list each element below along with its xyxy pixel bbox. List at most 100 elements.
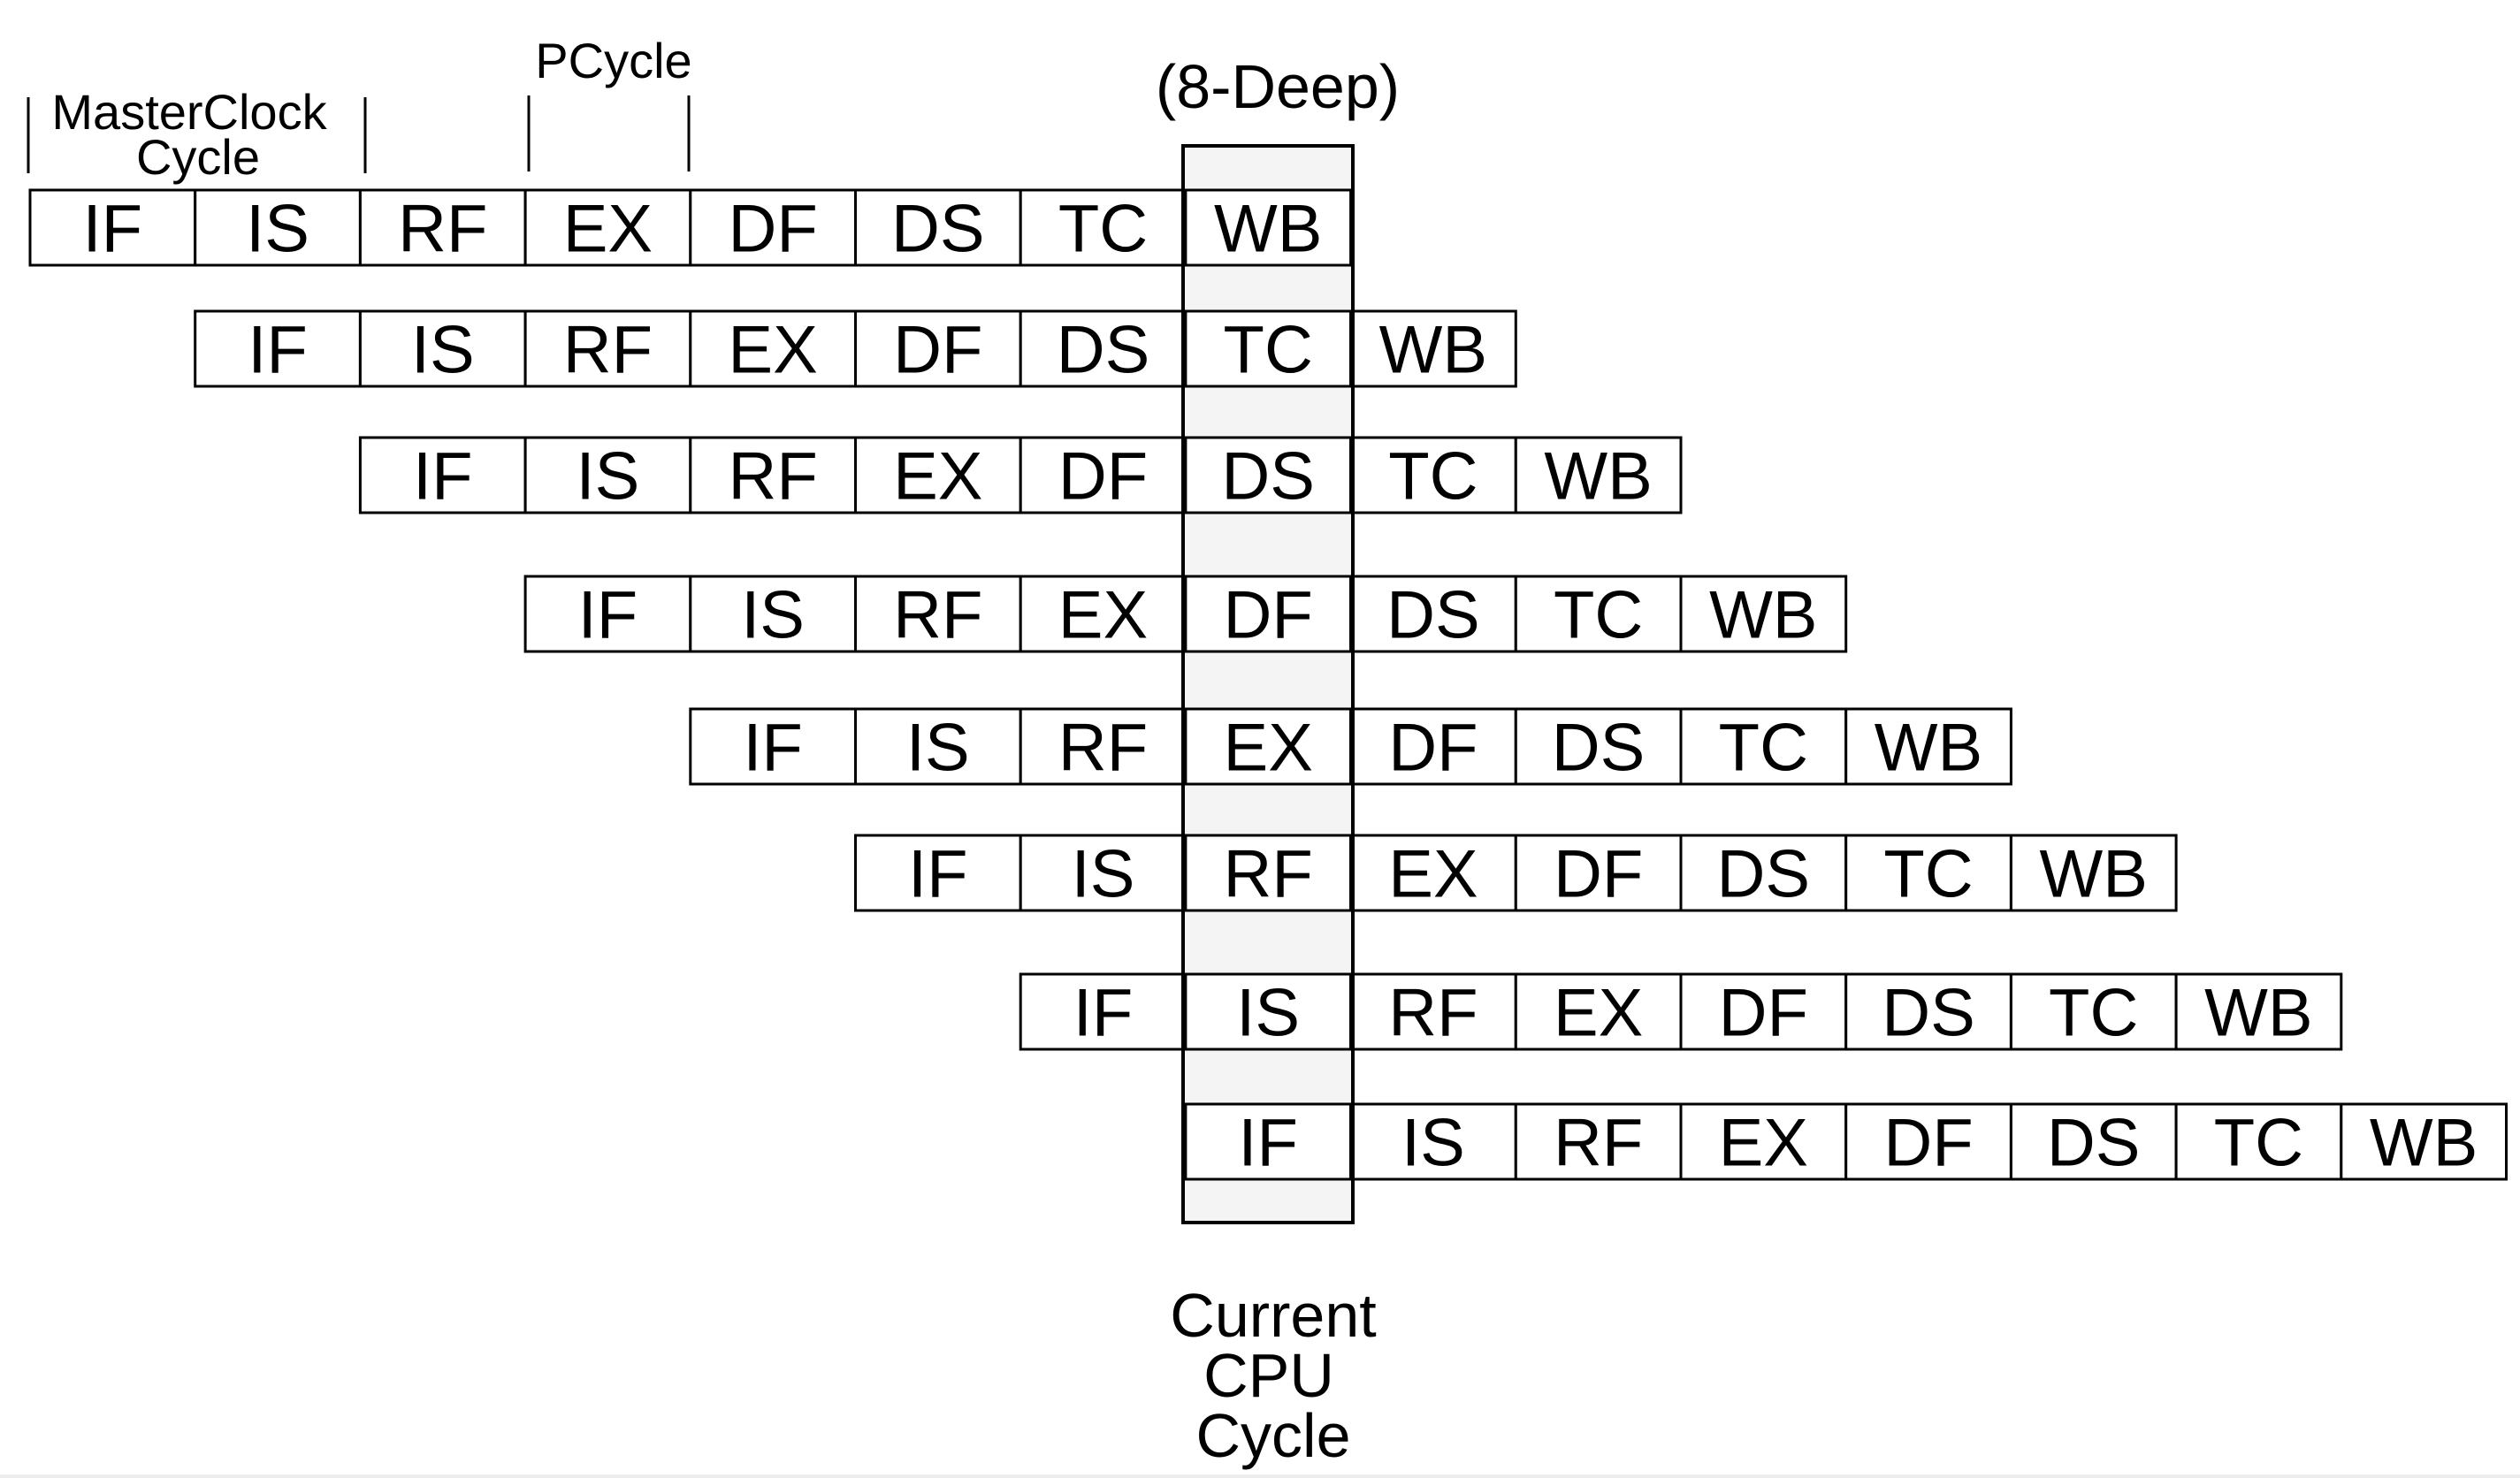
stage-cell-rf xyxy=(1514,1102,1683,1181)
stage-cell-is xyxy=(1184,972,1353,1051)
stage-label-is: IS xyxy=(906,711,970,786)
stage-cell-tc xyxy=(1514,575,1683,653)
stage-cell-df xyxy=(854,309,1022,388)
stage-cell-rf xyxy=(1349,972,1517,1051)
stage-label-tc: TC xyxy=(1224,313,1313,388)
stage-label-tc: TC xyxy=(1388,439,1478,514)
stage-label-ex: EX xyxy=(1554,976,1643,1051)
stage-label-is: IS xyxy=(1401,1106,1465,1181)
stage-label-if: IF xyxy=(413,439,473,514)
stage-cell-if xyxy=(689,707,857,786)
stage-cell-tc xyxy=(1019,188,1187,267)
stage-label-wb: WB xyxy=(1214,192,1322,267)
stage-cell-wb xyxy=(2340,1102,2509,1181)
stage-label-tc: TC xyxy=(2214,1106,2303,1181)
stage-cell-ex xyxy=(1349,834,1517,912)
stage-cell-if xyxy=(1184,1102,1353,1181)
stage-label-ex: EX xyxy=(1224,711,1313,786)
stage-cell-ds xyxy=(854,188,1022,267)
stage-label-df: DF xyxy=(728,192,817,267)
pcycle-label: PCycle xyxy=(535,33,691,88)
stage-label-wb: WB xyxy=(2370,1106,2478,1181)
stage-cell-df xyxy=(1514,834,1683,912)
stage-label-is: IS xyxy=(1072,837,1135,912)
stage-label-ds: DS xyxy=(1221,439,1315,514)
stage-cell-tc xyxy=(1844,834,2012,912)
stage-cell-wb xyxy=(2174,972,2343,1051)
stage-cell-df xyxy=(1184,575,1353,653)
stage-label-ds: DS xyxy=(1717,837,1811,912)
stage-label-tc: TC xyxy=(1554,578,1643,653)
stage-label-rf: RF xyxy=(1554,1106,1643,1181)
stage-cell-if xyxy=(854,834,1022,912)
stage-cell-rf xyxy=(1184,834,1353,912)
current-cpu-cycle-label-line2: CPU xyxy=(1203,1341,1334,1410)
stage-label-wb: WB xyxy=(1875,711,1982,786)
stage-cell-rf xyxy=(523,309,692,388)
stage-label-tc: TC xyxy=(1058,192,1148,267)
stage-cell-is xyxy=(1019,834,1187,912)
stage-cell-ex xyxy=(1514,972,1683,1051)
stage-cell-tc xyxy=(2174,1102,2343,1181)
stage-label-wb: WB xyxy=(1544,439,1652,514)
stage-cell-is xyxy=(854,707,1022,786)
header-ticks xyxy=(27,95,691,173)
stage-label-is: IS xyxy=(576,439,639,514)
stage-label-if: IF xyxy=(908,837,968,912)
stage-label-df: DF xyxy=(1224,578,1313,653)
stage-cell-is xyxy=(194,188,362,267)
stage-cell-is xyxy=(689,575,857,653)
stage-label-df: DF xyxy=(1058,439,1148,514)
bottom-divider xyxy=(0,1474,2520,1478)
stage-cell-wb xyxy=(1514,436,1683,514)
stage-cell-ex xyxy=(689,309,857,388)
stage-cell-rf xyxy=(854,575,1022,653)
stage-label-is: IS xyxy=(741,578,805,653)
current-cpu-cycle-label-line3: Cycle xyxy=(1195,1401,1350,1470)
stage-label-wb: WB xyxy=(2039,837,2147,912)
stage-label-ex: EX xyxy=(1719,1106,1808,1181)
stage-cell-is xyxy=(1349,1102,1517,1181)
stage-cell-ds xyxy=(1679,834,1848,912)
stage-cell-df xyxy=(1019,436,1187,514)
stage-cell-wb xyxy=(1844,707,2012,786)
master-clock-label-line2: Cycle xyxy=(136,129,260,185)
stage-label-if: IF xyxy=(1073,976,1134,1051)
stage-label-rf: RF xyxy=(563,313,653,388)
stage-label-ds: DS xyxy=(891,192,985,267)
stage-label-rf: RF xyxy=(1058,711,1148,786)
stage-label-ds: DS xyxy=(1386,578,1480,653)
stage-cell-ex xyxy=(1019,575,1187,653)
stage-label-tc: TC xyxy=(1883,837,1973,912)
stage-label-is: IS xyxy=(1236,976,1300,1051)
stage-cell-ex xyxy=(854,436,1022,514)
stage-label-ex: EX xyxy=(893,439,982,514)
pipeline-rows: IF IS RF EX DF DS TC WB IF IS RF EX DF DS TC WB IF IS RF EX… xyxy=(28,188,2509,1181)
stage-label-tc: TC xyxy=(1719,711,1808,786)
stage-cell-df xyxy=(1844,1102,2012,1181)
stage-cell-ds xyxy=(1514,707,1683,786)
master-clock-label-line1: MasterClock xyxy=(51,84,327,140)
stage-cell-df xyxy=(689,188,857,267)
stage-label-if: IF xyxy=(83,192,143,267)
stage-label-df: DF xyxy=(1883,1106,1973,1181)
stage-label-ds: DS xyxy=(1057,313,1150,388)
stage-label-df: DF xyxy=(1388,711,1478,786)
stage-label-if: IF xyxy=(578,578,638,653)
stage-label-rf: RF xyxy=(1224,837,1313,912)
stage-label-rf: RF xyxy=(398,192,487,267)
stage-label-rf: RF xyxy=(728,439,817,514)
stage-label-df: DF xyxy=(1719,976,1808,1051)
stage-cell-tc xyxy=(2009,972,2178,1051)
stage-cell-tc xyxy=(1184,309,1353,388)
stage-cell-if xyxy=(194,309,362,388)
stage-cell-tc xyxy=(1349,436,1517,514)
stage-cell-ds xyxy=(2009,1102,2178,1181)
stage-label-ex: EX xyxy=(563,192,653,267)
